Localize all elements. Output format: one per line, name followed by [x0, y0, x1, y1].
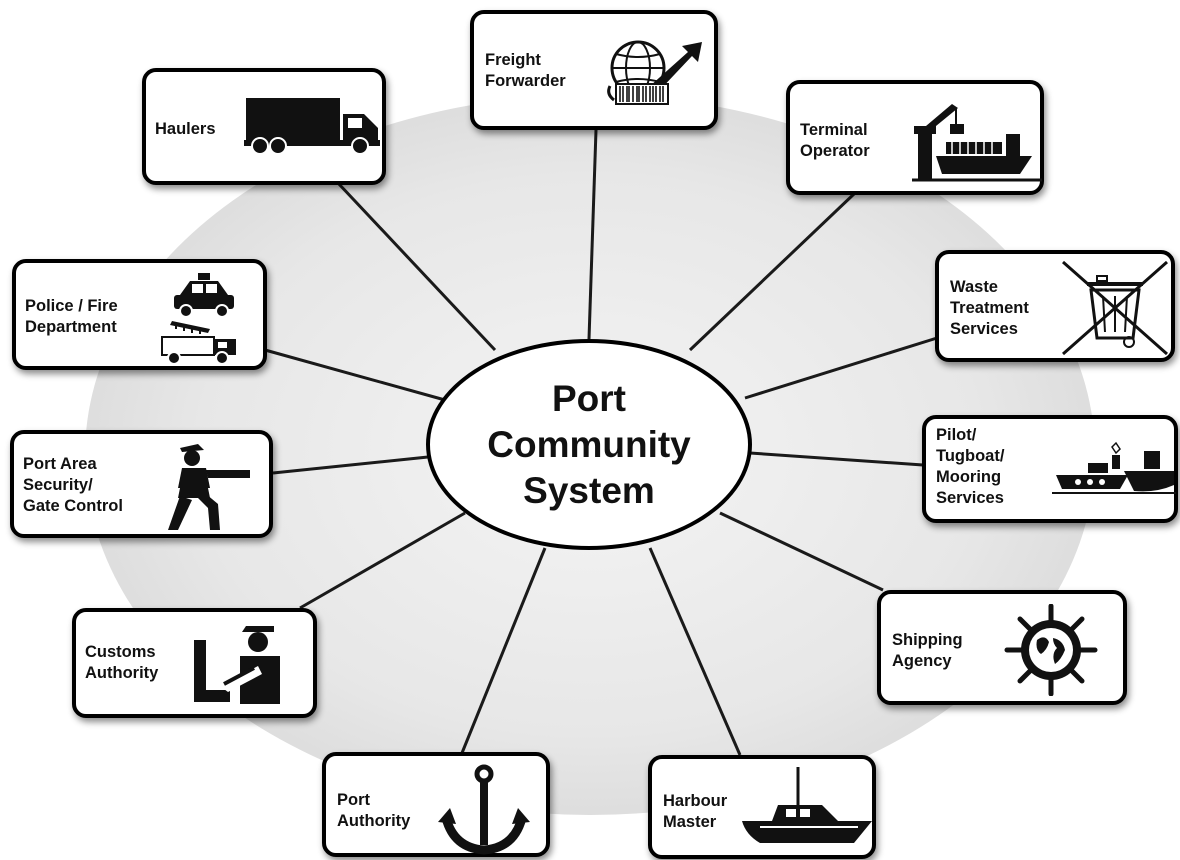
node-label: Port Area Security/ Gate Control	[23, 455, 123, 515]
link-shipping-agency	[719, 511, 884, 592]
node-shipping-agency: Shipping Agency	[877, 590, 1127, 705]
hub-title: Port Community System	[487, 377, 691, 511]
crossed-out-bin-icon	[1062, 260, 1168, 356]
guard-icon	[168, 444, 250, 530]
ship-wheel-globe-icon	[1004, 604, 1098, 696]
police-car-fire-truck-icon	[161, 273, 236, 365]
link-port-area-security	[272, 455, 429, 475]
node-label: Shipping Agency	[892, 631, 963, 670]
node-label: Haulers	[155, 120, 216, 138]
link-customs-authority	[299, 511, 466, 610]
node-pilot-tugboat: Pilot/ Tugboat/ Mooring Services	[922, 415, 1178, 523]
anchor-icon	[438, 764, 530, 855]
node-label: Terminal Operator	[800, 121, 870, 160]
node-terminal-operator: Terminal Operator	[786, 80, 1044, 195]
link-pilot-tugboat	[749, 451, 924, 467]
node-waste-treatment: Waste Treatment Services	[935, 250, 1175, 362]
node-label: Port Authority	[337, 791, 411, 830]
customs-officer-icon	[194, 626, 280, 704]
tugboat-ship-icon	[1052, 441, 1176, 494]
port-community-system-hub: Port Community System	[426, 339, 752, 550]
patrol-boat-icon	[742, 767, 872, 843]
node-port-area-security: Port Area Security/ Gate Control	[10, 430, 273, 538]
link-police-fire	[264, 348, 446, 402]
globe-barcode-arrow-icon	[607, 40, 702, 105]
node-label: Pilot/ Tugboat/ Mooring Services	[936, 426, 1005, 507]
node-label: Police / Fire Department	[25, 297, 118, 336]
link-freight-forwarder	[587, 129, 598, 340]
node-label: Waste Treatment Services	[950, 278, 1029, 338]
node-haulers: Haulers	[142, 68, 386, 185]
node-label: Harbour Master	[663, 792, 728, 831]
node-freight-forwarder: Freight Forwarder	[470, 10, 718, 130]
link-harbour-master	[648, 547, 742, 756]
container-ship-crane-icon	[912, 104, 1042, 182]
node-label: Customs Authority	[85, 643, 159, 682]
node-label: Freight Forwarder	[485, 51, 566, 90]
link-haulers	[336, 181, 497, 352]
node-customs-authority: Customs Authority	[72, 608, 317, 718]
truck-icon	[244, 98, 380, 155]
node-port-authority: Port Authority	[322, 752, 550, 857]
link-terminal-operator	[688, 191, 857, 352]
link-port-authority	[460, 547, 547, 754]
node-police-fire: Police / Fire Department	[12, 259, 267, 370]
node-harbour-master: Harbour Master	[648, 755, 876, 859]
link-waste-treatment	[744, 336, 938, 400]
